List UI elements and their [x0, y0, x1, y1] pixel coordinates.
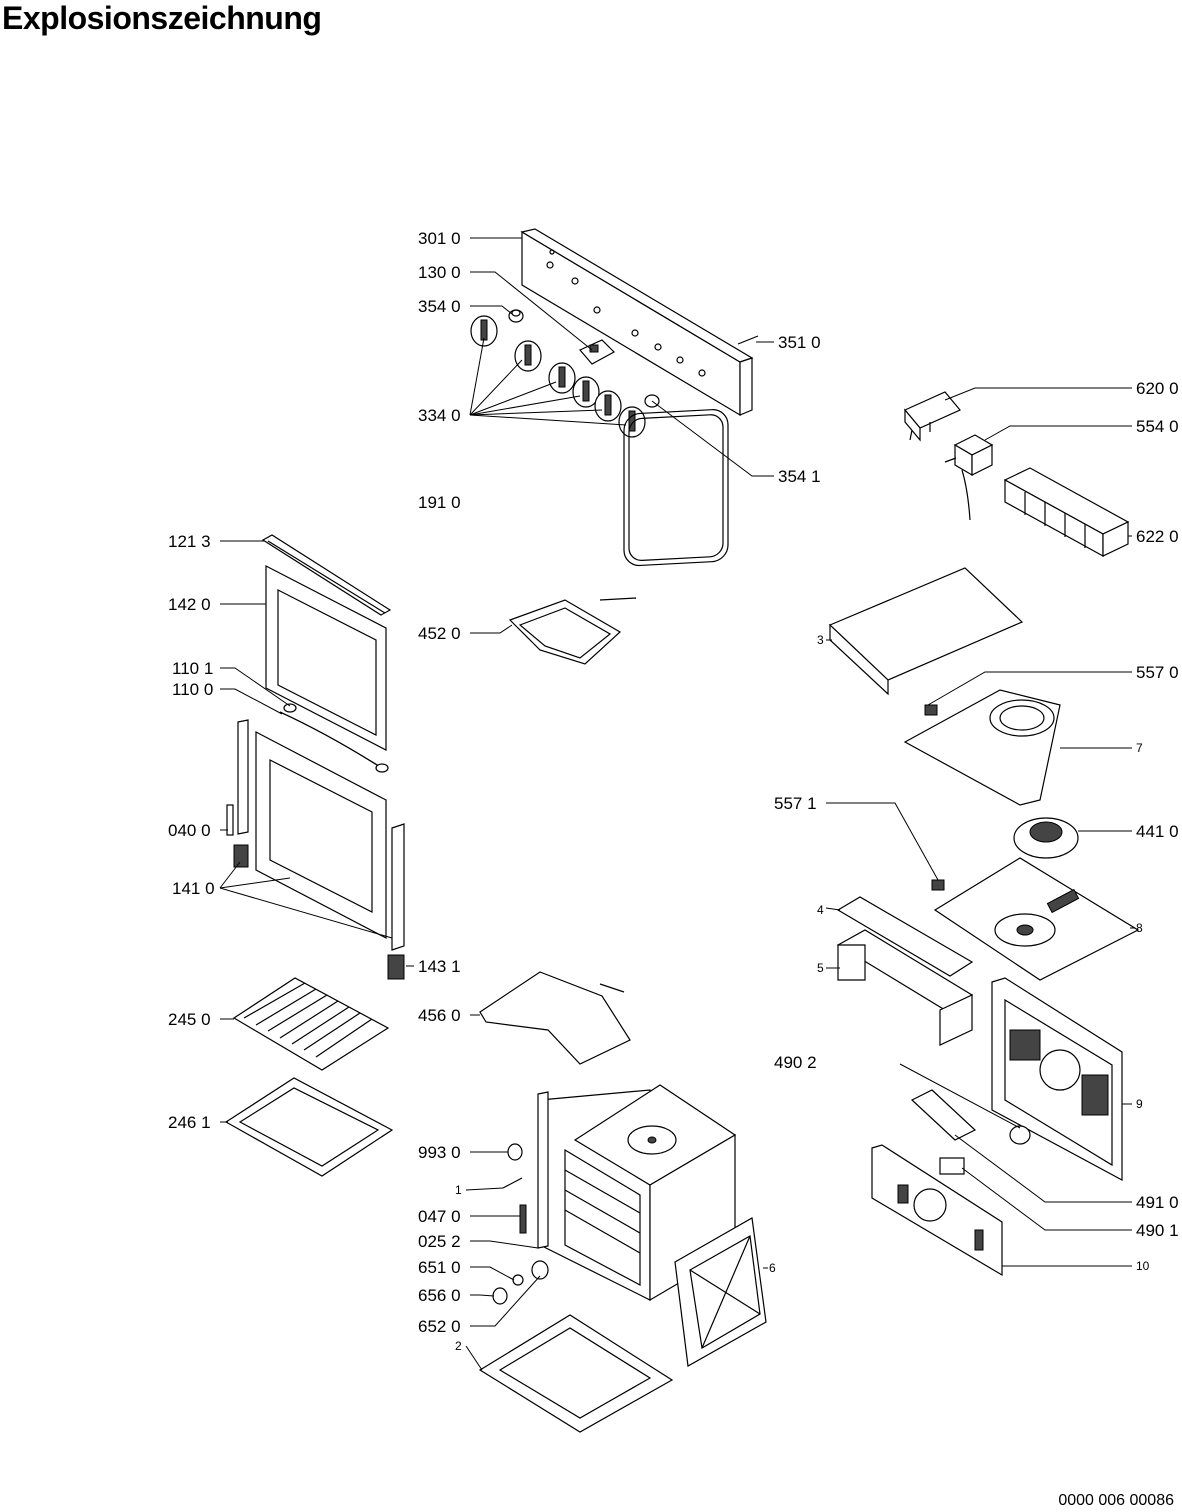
- label-040-0: 040 0: [168, 821, 211, 840]
- label-110-1: 110 1: [172, 659, 213, 678]
- label-620-0: 620 0: [1136, 379, 1179, 398]
- label-6: 6: [769, 1261, 776, 1275]
- label-622-0: 622 0: [1136, 527, 1179, 546]
- label-4: 4: [817, 903, 824, 917]
- back-cover-drawing: [871, 1144, 1003, 1277]
- top-cover-drawing: [828, 567, 1024, 696]
- temperature-sensor-2-drawing: [931, 879, 945, 891]
- label-557-1: 557 1: [774, 794, 817, 813]
- label-351-0: 351 0: [778, 333, 821, 352]
- label-301-0: 301 0: [418, 229, 461, 248]
- label-656-0: 656 0: [418, 1286, 461, 1305]
- label-10: 10: [1136, 1259, 1150, 1273]
- part-labels: 301 0 130 0 354 0 351 0 334 0 354 1 191 …: [168, 229, 1179, 1353]
- label-143-1: 143 1: [418, 957, 461, 976]
- door-handle-drawing: [279, 703, 389, 773]
- page-title: Explosionszeichnung: [2, 0, 322, 36]
- door-top-strip-drawing: [261, 534, 392, 616]
- label-652-0: 652 0: [418, 1317, 461, 1336]
- door-clip-drawing: [387, 954, 405, 980]
- temperature-sensor-drawing: [924, 704, 938, 716]
- label-3: 3: [817, 633, 824, 647]
- label-452-0: 452 0: [418, 624, 461, 643]
- label-121-3: 121 3: [168, 532, 211, 551]
- signal-lamp-drawing: [508, 309, 524, 323]
- label-354-0: 354 0: [418, 297, 461, 316]
- label-9: 9: [1136, 1097, 1143, 1111]
- label-246-1: 246 1: [168, 1113, 211, 1132]
- label-245-0: 245 0: [168, 1010, 211, 1029]
- baking-tray-drawing: [224, 1077, 394, 1177]
- control-knobs-drawing: [470, 315, 646, 438]
- rear-wall-drawing: [991, 977, 1123, 1182]
- label-557-0: 557 0: [1136, 663, 1179, 682]
- label-2: 2: [455, 1339, 462, 1353]
- door-seal-drawing: [623, 409, 729, 567]
- rear-plate-drawing: [933, 857, 1140, 981]
- selector-switch-drawing: [904, 391, 961, 442]
- document-number: 0000 006 00086: [1058, 1492, 1174, 1509]
- air-duct-drawing: [836, 929, 974, 1046]
- label-8: 8: [1136, 921, 1143, 935]
- label-025-2: 025 2: [418, 1232, 461, 1251]
- label-456-0: 456 0: [418, 1006, 461, 1025]
- label-110-0: 110 0: [172, 680, 213, 699]
- grill-element-drawing: [508, 597, 637, 665]
- connector-drawing: [939, 1157, 965, 1175]
- thermostat-drawing: [944, 434, 994, 521]
- fuse-knob-drawing: [1009, 1125, 1031, 1145]
- label-491-0: 491 0: [1136, 1193, 1179, 1212]
- leader-lines: [219, 237, 1135, 1371]
- terminal-block-drawing: [910, 1089, 977, 1141]
- label-047-0: 047 0: [418, 1207, 461, 1226]
- fan-motor-drawing: [1013, 817, 1079, 859]
- inner-door-drawing: [237, 719, 405, 951]
- label-130-0: 130 0: [418, 263, 461, 282]
- label-490-1: 490 1: [1136, 1221, 1179, 1240]
- cavity-small-parts-drawing: [492, 1143, 549, 1305]
- lower-heater-drawing: [479, 971, 631, 1065]
- label-141-0: 141 0: [172, 879, 215, 898]
- panel-bracket-drawing: [579, 339, 615, 365]
- label-191-0: 191 0: [418, 493, 461, 512]
- label-490-2: 490 2: [774, 1053, 817, 1072]
- side-panel-drawing: [674, 1217, 767, 1367]
- label-7: 7: [1136, 741, 1143, 755]
- hinge-part-drawing: [226, 804, 249, 868]
- pin-drawing: [737, 335, 759, 345]
- label-334-0: 334 0: [418, 406, 461, 425]
- label-651-0: 651 0: [418, 1258, 461, 1277]
- label-1: 1: [455, 1183, 462, 1197]
- label-5: 5: [817, 961, 824, 975]
- outer-door-glass-drawing: [265, 565, 387, 751]
- bottom-cover-drawing: [478, 1314, 674, 1433]
- label-554-0: 554 0: [1136, 417, 1179, 436]
- air-channel-drawing: [836, 896, 974, 977]
- label-441-0: 441 0: [1136, 822, 1179, 841]
- label-993-0: 993 0: [418, 1143, 461, 1162]
- wire-rack-drawing: [232, 977, 390, 1071]
- fan-cover-drawing: [903, 689, 1061, 806]
- label-354-1: 354 1: [778, 467, 821, 486]
- control-panel-drawing: [520, 228, 754, 417]
- switch-block-drawing: [1003, 467, 1130, 558]
- label-142-0: 142 0: [168, 595, 211, 614]
